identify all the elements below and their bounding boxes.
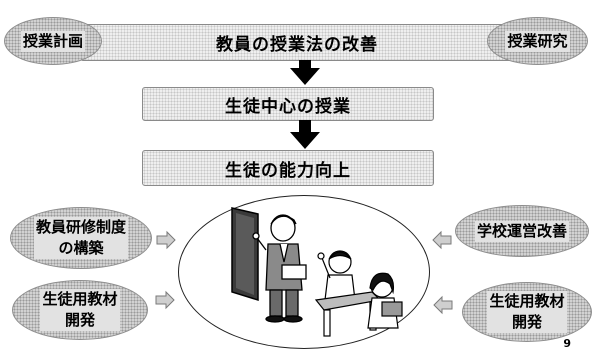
lesson-plan-oval: 授業計画	[4, 17, 102, 65]
student-boy-figure	[317, 250, 356, 301]
teacher-training-system-line2: の構築	[33, 238, 128, 259]
student-materials-left-line1: 生徒用教材	[40, 289, 120, 310]
student-centered-lesson-label: 生徒中心の授業	[225, 96, 351, 117]
teacher-training-system-line1: 教員研修制度	[33, 217, 128, 238]
lesson-plan-label: 授業計画	[20, 30, 85, 52]
down-arrow-1	[290, 60, 320, 85]
teacher-method-improvement-box: 教員の授業法の改善	[80, 24, 514, 61]
student-materials-left-line2: 開発	[40, 310, 120, 331]
student-ability-improvement-box: 生徒の能力向上	[142, 150, 434, 186]
blackboard-image	[231, 207, 259, 302]
student-centered-lesson-box: 生徒中心の授業	[142, 87, 434, 121]
down-arrow-2	[290, 120, 320, 149]
student-ability-improvement-label: 生徒の能力向上	[225, 160, 351, 181]
teacher-training-system-oval: 教員研修制度 の構築	[10, 207, 152, 269]
student-materials-right-oval: 生徒用教材 開発	[462, 282, 592, 342]
student-materials-right-line2: 開発	[487, 312, 567, 333]
student-materials-left-oval: 生徒用教材 開発	[12, 280, 148, 340]
lesson-study-oval: 授業研究	[487, 17, 588, 65]
page-number: 9	[563, 337, 571, 350]
school-management-improvement-oval: 学校運営改善	[455, 205, 589, 257]
lesson-study-label: 授業研究	[505, 30, 570, 52]
teacher-figure	[252, 214, 307, 323]
left-top-arrow	[156, 230, 176, 250]
right-bottom-arrow	[433, 295, 453, 315]
student-materials-right-line1: 生徒用教材	[487, 291, 567, 312]
student-girl-figure	[367, 272, 403, 329]
right-top-arrow	[432, 230, 452, 250]
teacher-method-improvement-label: 教員の授業法の改善	[216, 35, 378, 55]
left-bottom-arrow	[155, 290, 175, 310]
school-management-improvement-label: 学校運営改善	[474, 220, 569, 242]
